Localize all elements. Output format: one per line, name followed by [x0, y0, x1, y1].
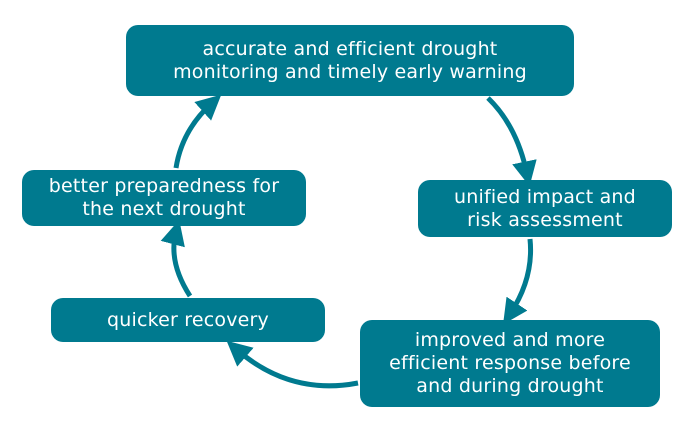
stage-monitoring-line-1: accurate and efficient drought [202, 37, 498, 60]
arrow-preparedness-to-monitoring [173, 94, 222, 169]
stage-response-line-2: efficient response before [389, 352, 631, 375]
stage-better-preparedness: better preparedness for the next drought [22, 170, 306, 226]
arrow-impact-to-response [503, 238, 534, 325]
stage-quicker-recovery: quicker recovery [51, 298, 325, 342]
stage-impact-line-2: risk assessment [467, 208, 623, 231]
arrow-monitoring-to-impact [486, 96, 537, 187]
stage-preparedness-line-1: better preparedness for [48, 175, 280, 198]
arrow-recovery-to-preparedness [160, 219, 193, 298]
stage-recovery-line-1: quicker recovery [106, 308, 270, 331]
stage-impact-line-1: unified impact and [454, 185, 636, 208]
stage-monitoring-line-2: monitoring and timely early warning [173, 60, 527, 83]
stage-impact-risk-assessment: unified impact and risk assessment [418, 180, 672, 237]
stage-preparedness-line-2: the next drought [82, 198, 246, 220]
stage-improved-response: improved and more efficient response bef… [360, 320, 660, 407]
stage-monitoring-early-warning: accurate and efficient drought monitorin… [126, 25, 574, 96]
stage-response-line-1: improved and more [414, 329, 606, 352]
arrow-response-to-recovery [226, 340, 359, 389]
stage-response-line-3: and during drought [416, 374, 604, 397]
